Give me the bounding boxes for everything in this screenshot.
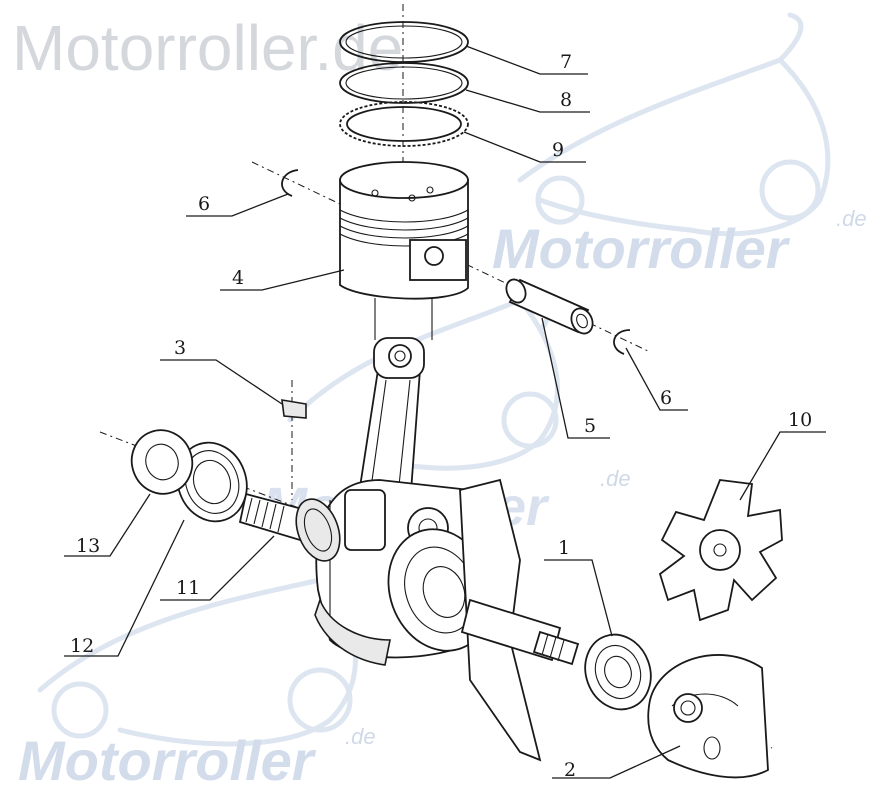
part-label-10: 10	[788, 409, 812, 431]
watermark-top: Motorroller.de	[12, 12, 403, 84]
watermark-bottom-suffix: .de	[345, 724, 376, 749]
part-label-6b: 6	[660, 387, 672, 409]
part-label-3: 3	[174, 337, 186, 359]
part-label-13: 13	[76, 535, 100, 557]
oil-control-ring	[339, 101, 469, 147]
scooter-watermark-left	[37, 575, 358, 747]
watermark-mid: Motorroller	[492, 217, 791, 280]
part-labels: 7 8 9 6 4 3 5 6 10 1 2 11 12 13	[70, 51, 812, 781]
piston-pin	[505, 278, 594, 335]
circlip-right	[613, 329, 631, 355]
piston	[339, 161, 469, 340]
watermark-center-suffix: .de	[600, 466, 631, 491]
fan-cover	[647, 654, 769, 779]
scooter-watermark-center	[287, 294, 560, 471]
woodruff-key	[281, 399, 307, 419]
timing-gear-shaft	[238, 492, 341, 562]
connecting-rod	[356, 337, 425, 506]
crankshaft	[314, 478, 580, 762]
cooling-fan	[658, 479, 783, 622]
part-label-4: 4	[232, 267, 244, 289]
part-label-8: 8	[560, 89, 572, 111]
part-label-7: 7	[560, 51, 572, 73]
piston-ring-top	[339, 21, 469, 63]
part-label-2: 2	[564, 759, 576, 781]
part-label-12: 12	[70, 635, 94, 657]
oil-seal	[176, 441, 248, 523]
watermark-bottom: Motorroller	[18, 729, 317, 792]
scooter-watermark-right	[517, 12, 831, 237]
circlip-left	[281, 169, 299, 197]
part-label-6a: 6	[198, 193, 210, 215]
part-label-9: 9	[552, 139, 564, 161]
leader-lines	[64, 45, 826, 779]
crank-seal-right	[584, 633, 652, 711]
flange-nut	[130, 429, 194, 495]
part-label-1: 1	[558, 537, 570, 559]
part-label-11: 11	[176, 577, 200, 599]
part-label-5: 5	[584, 415, 596, 437]
piston-ring-second	[339, 62, 469, 104]
watermark-mid-suffix: .de	[836, 206, 867, 231]
